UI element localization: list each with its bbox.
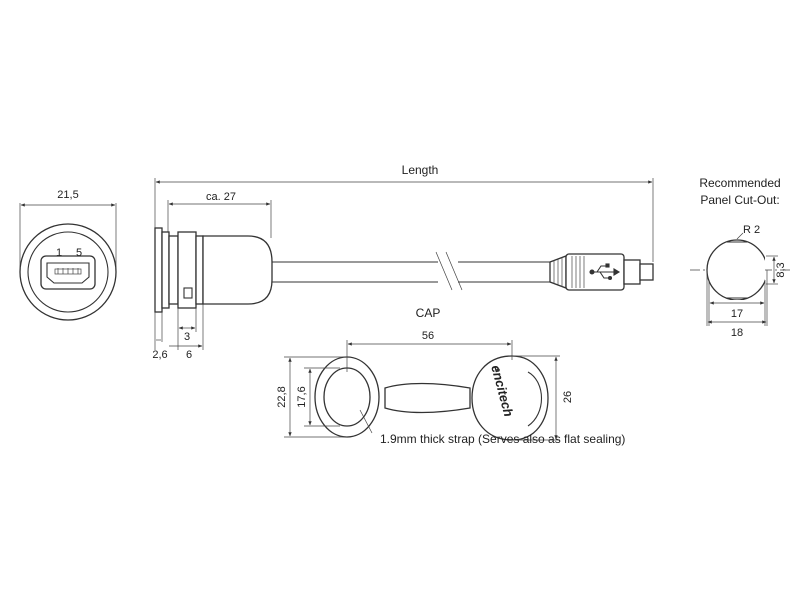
- mini-usb-tip: [639, 263, 654, 281]
- length-label: Length: [402, 163, 439, 177]
- flange: [154, 227, 163, 313]
- locking-notch: [183, 287, 193, 299]
- cutout-inner-width-dim: 17: [731, 308, 743, 320]
- outer-height-dim: 22,8: [276, 386, 288, 407]
- overall-mount-dim: 6: [186, 349, 192, 361]
- front-view: 1 5 21,5: [19, 189, 117, 321]
- plug-neck: [623, 259, 641, 285]
- threaded-body: [177, 231, 197, 309]
- body-collar: [195, 235, 204, 305]
- brand-dot: [496, 368, 500, 372]
- strap-note-leader: [359, 409, 373, 434]
- cutout-outer-width-dim: 18: [731, 327, 743, 339]
- cutout-flat-dim: 8,3: [775, 262, 787, 277]
- cutout-radius-dim: R 2: [743, 224, 760, 236]
- cap-height-dim: 26: [562, 391, 574, 403]
- panel-nut: [168, 235, 179, 305]
- pin-1-label: 1: [56, 247, 62, 259]
- cap-view: CAP encitech 56 22,8 17,6: [276, 306, 625, 446]
- panel-cutout-view: Recommended Panel Cut-Out: R 2 8,3 17 18: [690, 176, 790, 339]
- seal-ring: [161, 231, 170, 309]
- pin-ticks: [57, 268, 79, 274]
- cutout-title-line1: Recommended: [699, 176, 780, 190]
- side-view: Length ca. 27: [152, 163, 654, 361]
- pin-5-label: 5: [76, 247, 82, 259]
- break-line-1: [435, 251, 453, 291]
- flange-thickness-dim: 2,6: [152, 349, 167, 361]
- mini-usb-port: [46, 262, 90, 284]
- cutout-title-line2: Panel Cut-Out:: [700, 193, 779, 207]
- nut-width-dim: 3: [184, 331, 190, 343]
- strap-length-dim: 56: [422, 330, 434, 342]
- radius-leader: [736, 232, 744, 240]
- cap-title: CAP: [416, 306, 441, 320]
- cutout-shape: [706, 239, 765, 300]
- front-inner-ring: [27, 231, 109, 313]
- cap-strap: [384, 382, 471, 414]
- inner-height-dim: 17,6: [296, 386, 308, 407]
- usb-symbol-icon: [589, 263, 621, 281]
- plug-grip-lines: [571, 256, 585, 288]
- front-width-dim: 21,5: [57, 189, 78, 201]
- break-line-2: [445, 251, 463, 291]
- cap-ring-inner: [323, 367, 371, 427]
- body-length-dim: ca. 27: [206, 191, 236, 203]
- rear-housing: [202, 235, 273, 305]
- plug-ribs: [553, 257, 563, 287]
- strap-note: 1.9mm thick strap (Serves also as flat s…: [380, 432, 625, 446]
- cap-lip: [527, 371, 542, 427]
